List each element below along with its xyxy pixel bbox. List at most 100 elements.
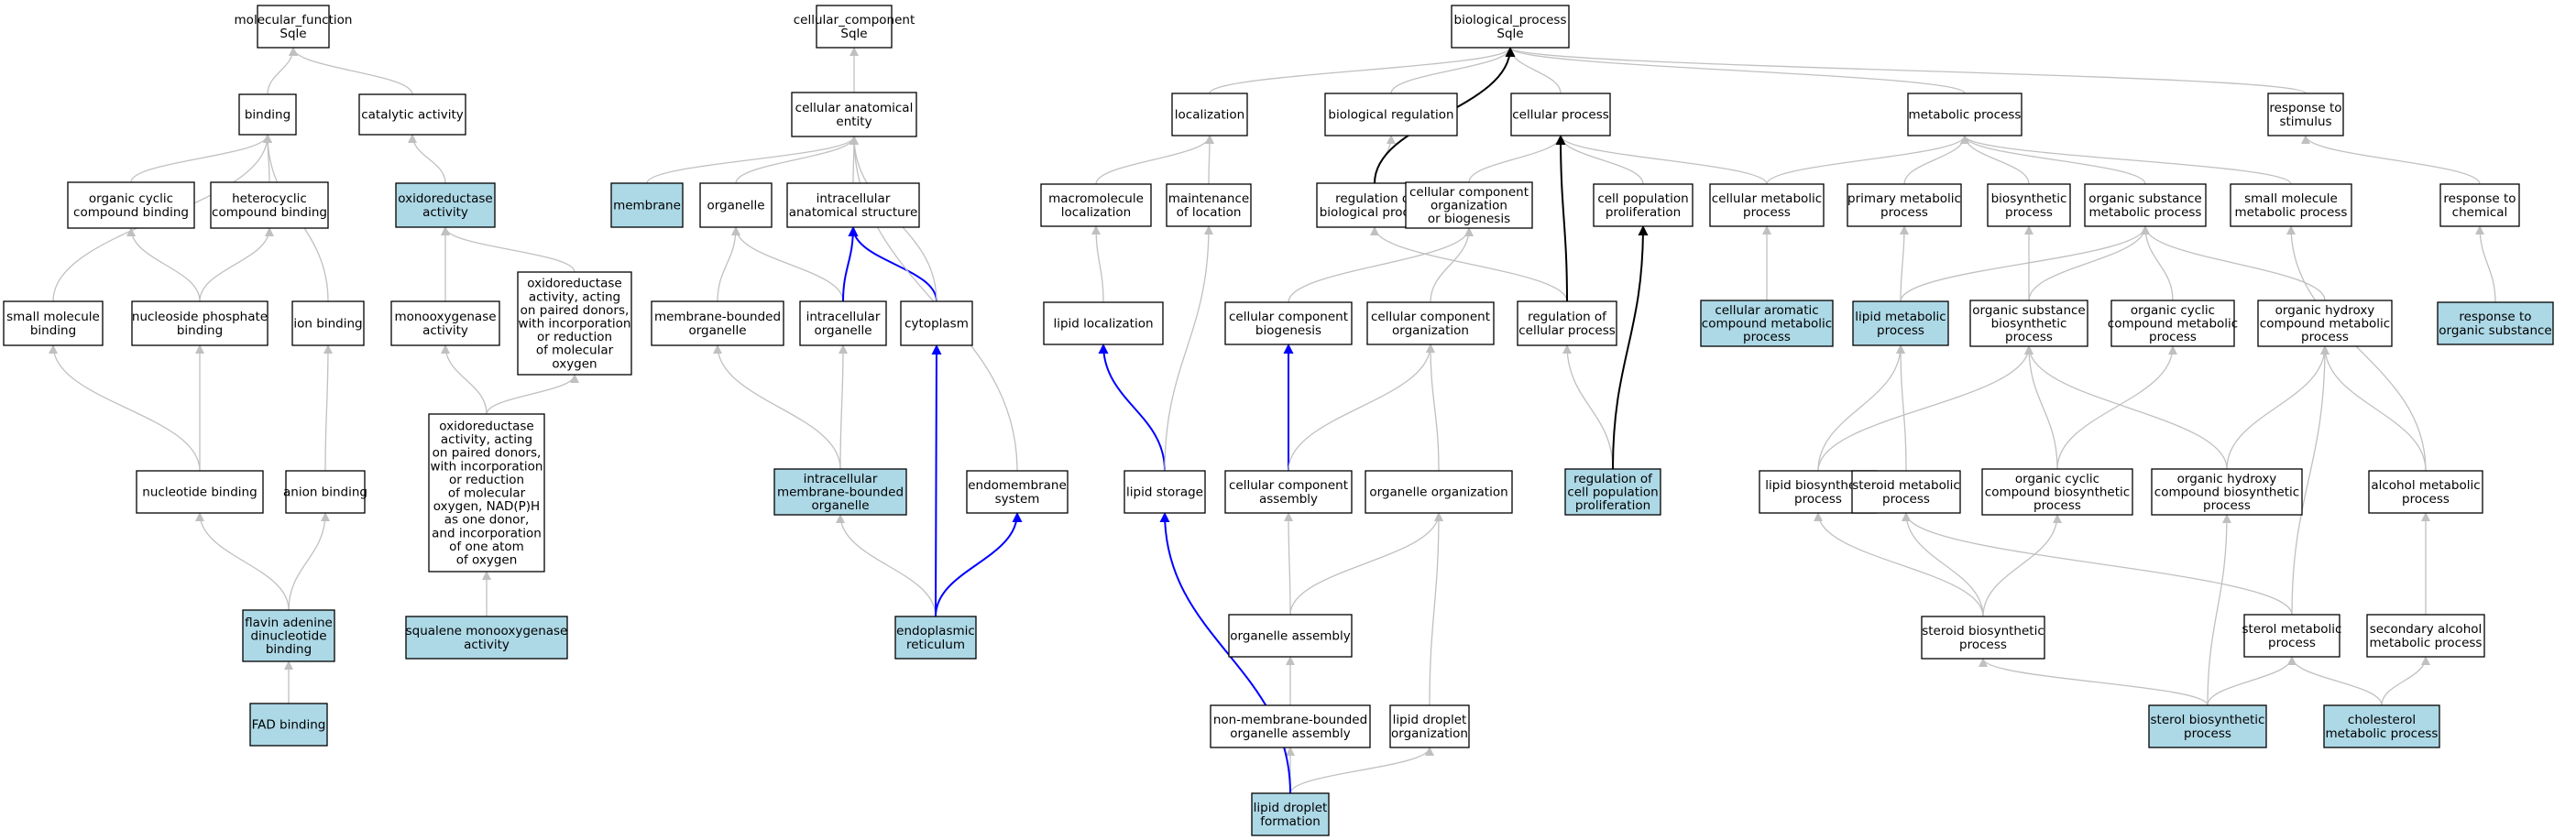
node-lipid-storage[interactable]: lipid storage	[1124, 470, 1206, 514]
node-lipid-localization[interactable]: lipid localization	[1043, 301, 1164, 345]
node-label-line-response-to-organic-substance-0: response to	[2459, 310, 2531, 324]
node-ion-binding[interactable]: ion binding	[291, 300, 365, 346]
node-organelle[interactable]: organelle	[699, 182, 773, 228]
node-metabolic-process[interactable]: metabolic process	[1907, 93, 2022, 136]
node-label-line-biological-regulation-0: biological regulation	[1328, 108, 1453, 123]
node-nucleotide-binding[interactable]: nucleotide binding	[136, 470, 264, 514]
node-label-line-regulation-of-cellular-process-0: regulation of	[1528, 310, 1607, 324]
node-label-line-oxidoreductase-nadph-9: of one atom	[449, 540, 524, 554]
node-cytoplasm[interactable]: cytoplasm	[900, 300, 973, 346]
edge-regulation-of-cellular-process-to-cellular-process	[1555, 135, 1568, 302]
node-label-line-organelle-organization-0: organelle organization	[1369, 485, 1507, 500]
node-biological-regulation[interactable]: biological regulation	[1324, 93, 1458, 136]
edge-cellular-metabolic-process-to-cellular-process	[1556, 135, 1768, 185]
node-label-line-cholesterol-metabolic-process-1: metabolic process	[2326, 726, 2439, 741]
node-anion-binding[interactable]: anion binding	[283, 470, 367, 514]
node-label-line-cellular-process-0: cellular process	[1512, 108, 1609, 123]
node-label-anion-binding: anion binding	[283, 485, 367, 500]
node-cellular-process[interactable]: cellular process	[1510, 93, 1611, 136]
node-catalytic-activity[interactable]: catalytic activity	[358, 93, 466, 136]
node-localization[interactable]: localization	[1171, 93, 1248, 136]
node-membrane[interactable]: membrane	[610, 182, 684, 228]
node-fad-binding[interactable]: FAD binding	[249, 703, 328, 747]
edge-alcohol-metabolic-process-to-small-molecule-metabolic-process	[2286, 225, 2427, 472]
node-label-line-endoplasmic-reticulum-1: reticulum	[906, 638, 965, 652]
node-binding[interactable]: binding	[238, 93, 297, 136]
node-box-nucleoside-phosphate-binding	[131, 300, 269, 346]
edge-small-molecule-metabolic-process-to-metabolic-process	[1960, 135, 2292, 185]
node-label-line-organic-substance-biosynthetic-process-1: biosynthetic	[1991, 317, 2067, 332]
node-box-cellular-component-organization	[1366, 301, 1495, 345]
node-label-line-organic-hydroxy-compound-metabolic-process-0: organic hydroxy	[2275, 303, 2375, 318]
node-organelle-assembly[interactable]: organelle assembly	[1228, 614, 1353, 658]
node-box-oxidoreductase-paired-donors	[517, 271, 632, 376]
node-label-line-oxidoreductase-activity-1: activity	[422, 205, 468, 220]
node-organelle-organization[interactable]: organelle organization	[1365, 470, 1513, 514]
edge-maintenance-of-location-to-localization	[1204, 135, 1214, 185]
node-label-line-cellular-component-organization-or-biogenesis-2: or biogenesis	[1428, 212, 1510, 226]
